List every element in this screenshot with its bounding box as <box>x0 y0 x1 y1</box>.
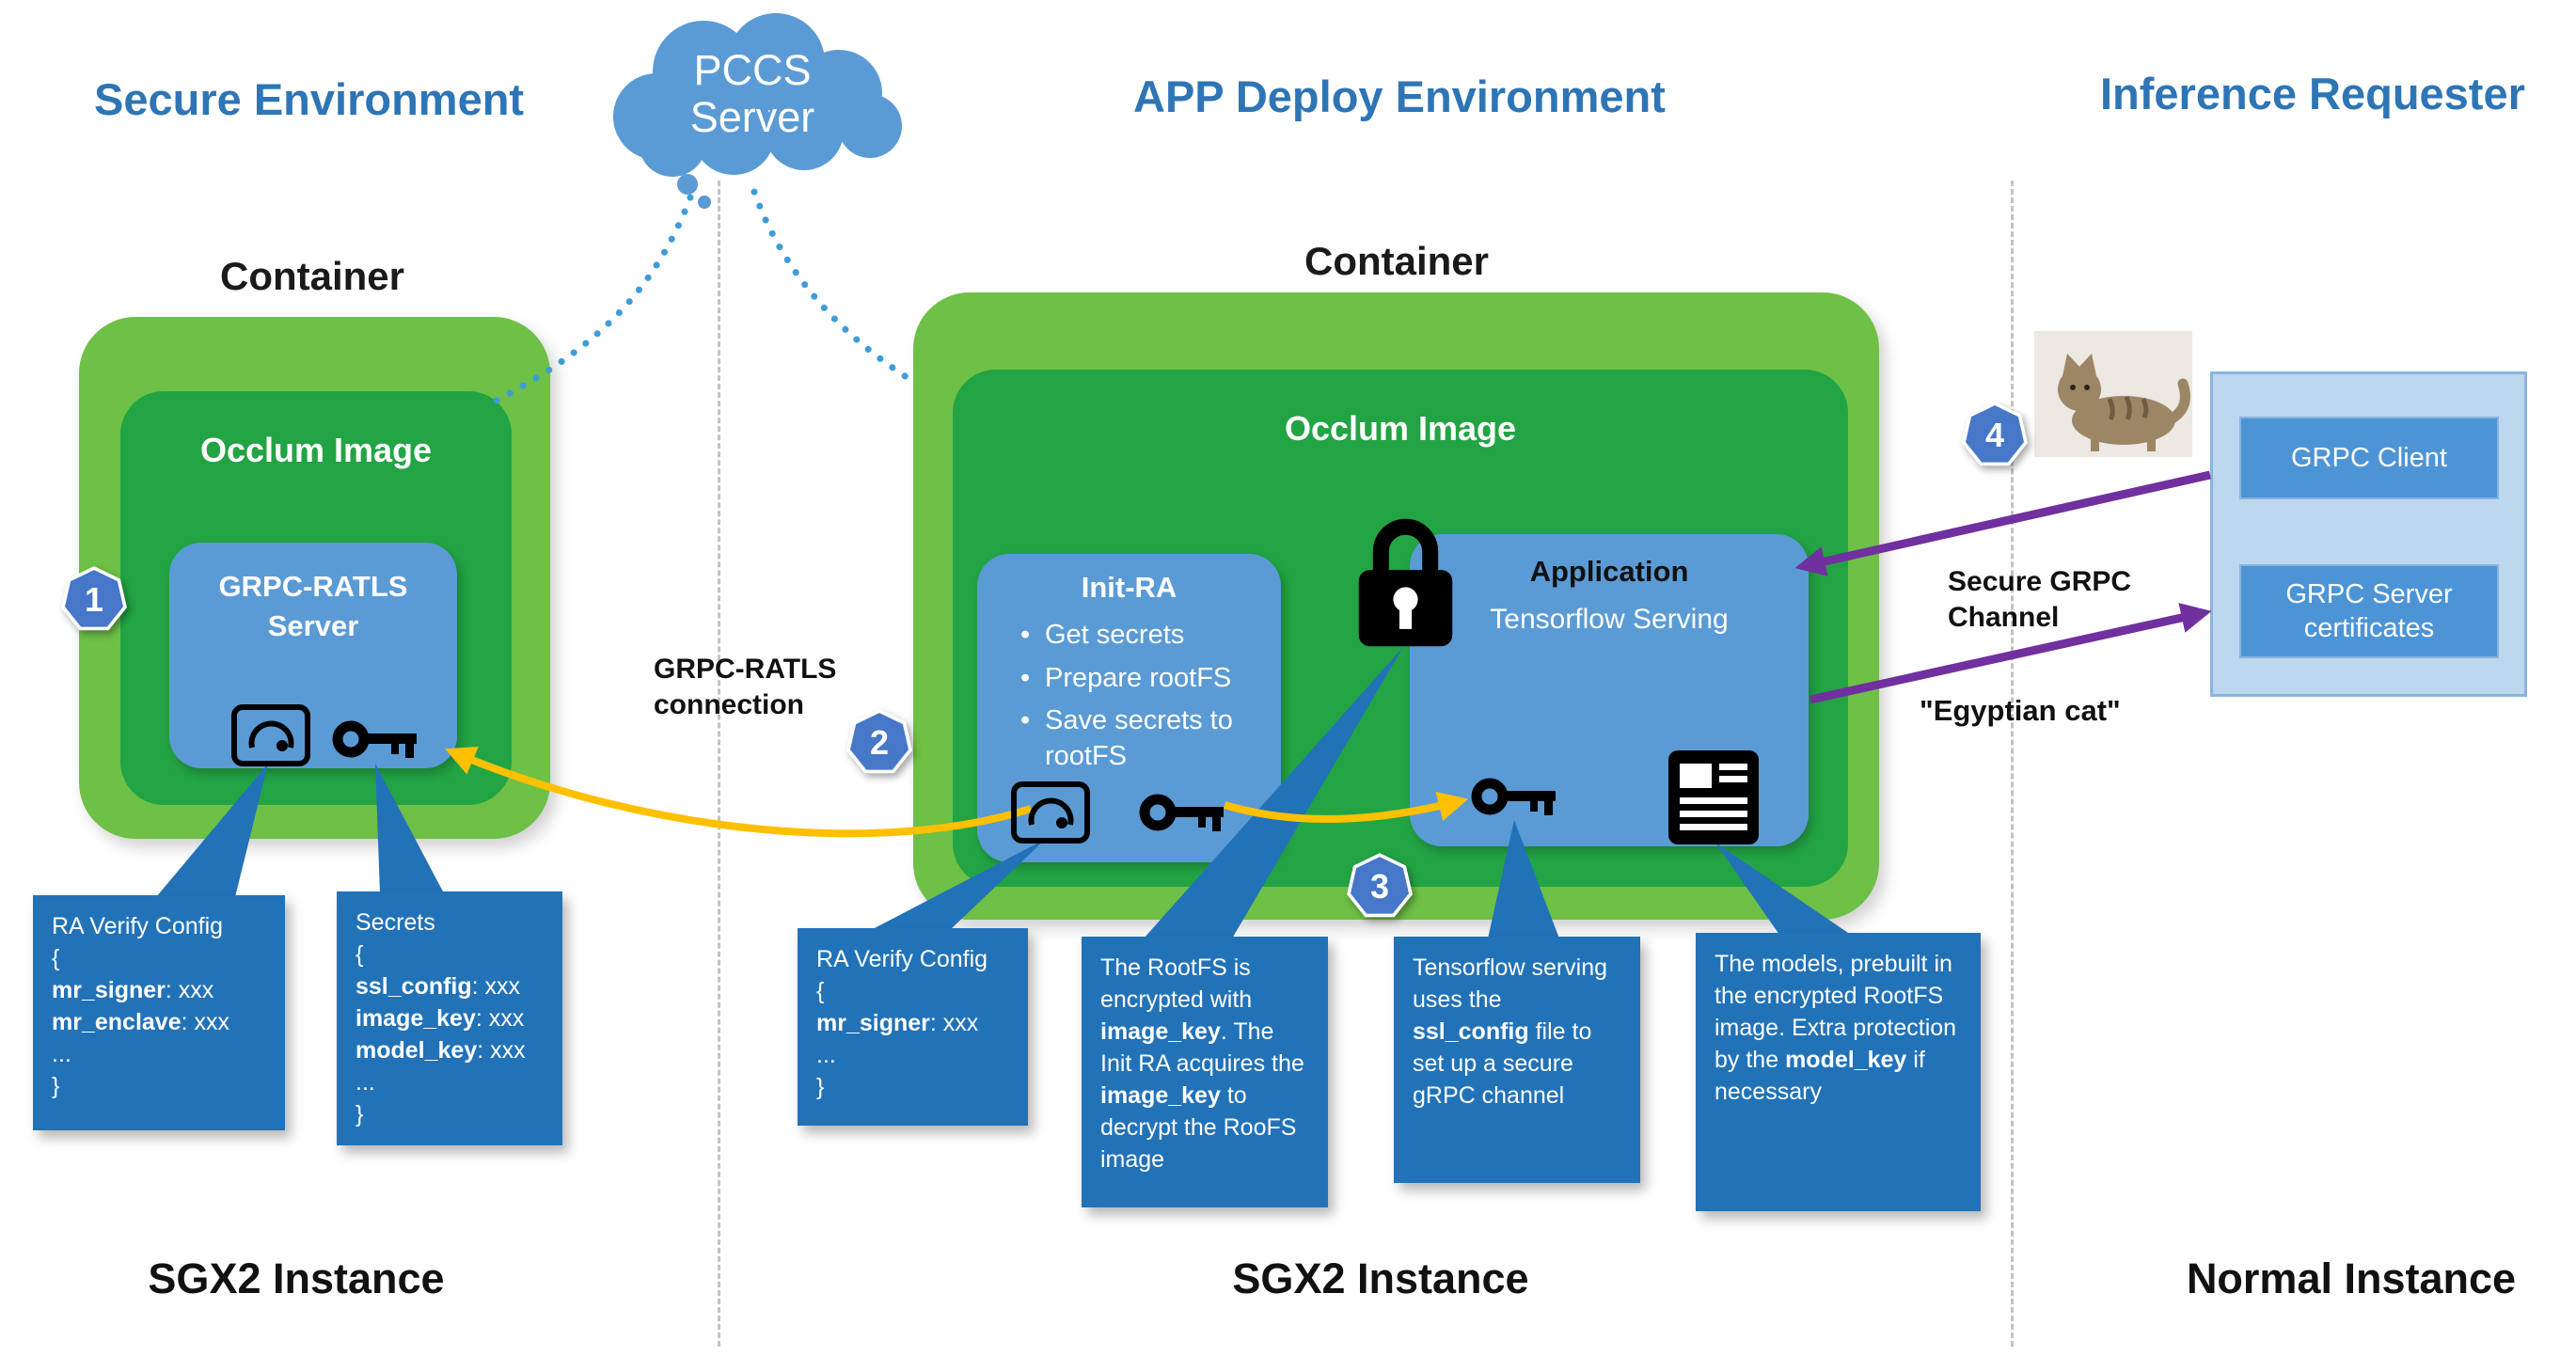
config-value: : xxx <box>181 1009 230 1035</box>
left-instance-label: SGX2 Instance <box>148 1254 445 1302</box>
init-ra-step: Prepare rootFS <box>1020 661 1256 697</box>
newspaper-models-icon <box>1667 745 1761 855</box>
secure-grpc-line1: Secure GRPC <box>1948 566 2132 597</box>
grpc-ratls-server-box: GRPC-RATLS Server <box>169 543 457 768</box>
callout-brace: } <box>356 1101 364 1128</box>
section-divider-left <box>718 181 720 1347</box>
step-badge-2: 2 <box>845 709 913 777</box>
lock-icon <box>1344 506 1467 662</box>
title-app-deploy-environment: APP Deploy Environment <box>1133 71 1666 121</box>
config-key: mr_enclave <box>52 1009 182 1035</box>
grpc-server-certificates-box: GRPC Server certificates <box>2239 564 2499 658</box>
config-key: image_key <box>356 1005 476 1032</box>
key-icon <box>1470 769 1559 828</box>
callout-line: ssl_config: xxx <box>356 970 544 1002</box>
tensorflow-serving-label: Tensorflow Serving <box>1490 604 1729 635</box>
step-badge-3: 3 <box>1346 853 1414 921</box>
callout-line: image_key: xxx <box>356 1002 544 1034</box>
cloud-icon <box>613 13 902 177</box>
application-title: Application <box>1529 555 1689 588</box>
right-instance-label: Normal Instance <box>2186 1254 2517 1302</box>
init-ra-step-label: Prepare rootFS <box>1045 662 1232 693</box>
callout-secrets: Secrets { ssl_config: xxx image_key: xxx… <box>337 891 562 1145</box>
middle-container-label: Container <box>1304 239 1489 283</box>
config-value: : xxx <box>165 977 214 1003</box>
init-ra-step: Save secrets to rootFS <box>1020 703 1256 774</box>
init-ra-step: Get secrets <box>1020 618 1256 654</box>
grpc-ratls-server-label: GRPC-RATLS Server <box>218 570 408 642</box>
callout-ellipsis: ... <box>356 1069 375 1096</box>
ra-certificate-icon <box>1010 781 1091 849</box>
ratls-connection-label: GRPC-RATLS connection <box>654 652 836 722</box>
middle-occlum-label: Occlum Image <box>1284 409 1517 448</box>
secure-grpc-line2: Channel <box>1948 601 2060 633</box>
config-value: : xxx <box>929 1010 979 1036</box>
pccs-line2: Server <box>689 93 815 141</box>
secure-grpc-channel-label: Secure GRPC Channel <box>1948 564 2131 635</box>
egyptian-cat-label: "Egyptian cat" <box>1920 694 2121 727</box>
callout-title: RA Verify Config <box>816 946 988 972</box>
section-divider-right <box>2011 181 2014 1347</box>
ra-certificate-icon <box>230 703 311 772</box>
callout-models-protection: The models, prebuilt in the encrypted Ro… <box>1696 933 1981 1211</box>
grpc-client-box: GRPC Client <box>2239 417 2499 499</box>
init-ra-step-label: Save secrets to rootFS <box>1045 705 1233 772</box>
config-key: ssl_config <box>356 973 472 1000</box>
pccs-line1: PCCS <box>693 45 812 94</box>
left-container-label: Container <box>219 254 404 298</box>
key-icon <box>331 712 420 771</box>
callout-ra-verify-config-left: RA Verify Config { mr_signer: xxx mr_enc… <box>33 895 285 1130</box>
pccs-server-label: PCCS Server <box>583 4 922 184</box>
left-occlum-label: Occlum Image <box>199 431 433 469</box>
config-value: : xxx <box>477 1037 526 1064</box>
callout-title: Secrets <box>356 909 435 936</box>
callout-brace: { <box>816 978 825 1004</box>
init-ra-step-label: Get secrets <box>1045 620 1185 650</box>
cloud-tail-bubble <box>698 196 711 209</box>
key-icon <box>1138 785 1227 844</box>
init-ra-steps: Get secrets Prepare rootFS Save secrets … <box>1020 618 1256 775</box>
config-key: model_key <box>356 1037 478 1064</box>
middle-instance-label: SGX2 Instance <box>1232 1254 1529 1302</box>
callout-tensorflow-ssl: Tensorflow serving uses the ssl_config f… <box>1394 937 1640 1183</box>
init-ra-title: Init-RA <box>1081 571 1177 604</box>
pccs-server-cloud: PCCS Server <box>583 4 922 184</box>
grpc-server-certificates-label: GRPC Server certificates <box>2285 578 2453 643</box>
callout-ellipsis: ... <box>52 1041 71 1067</box>
callout-line: mr_signer: xxx <box>52 974 266 1006</box>
callout-brace: { <box>52 945 60 971</box>
callout-brace: { <box>356 941 364 968</box>
config-key: mr_signer <box>816 1010 930 1036</box>
callout-line: mr_signer: xxx <box>816 1007 1009 1039</box>
callout-line: mr_enclave: xxx <box>52 1006 266 1038</box>
callout-rootfs-encryption: The RootFS is encrypted with image_key. … <box>1082 937 1328 1207</box>
callout-title: RA Verify Config <box>52 913 224 939</box>
callout-ellipsis: ... <box>816 1042 836 1068</box>
ratls-connection-line1: GRPC-RATLS <box>654 654 837 685</box>
callout-ra-verify-config-middle: RA Verify Config { mr_signer: xxx ... } <box>798 928 1028 1126</box>
callout-line: model_key: xxx <box>356 1034 544 1066</box>
cat-image <box>2034 331 2192 462</box>
step-badge-4: 4 <box>1961 402 2029 469</box>
config-key: mr_signer <box>52 977 166 1003</box>
callout-brace: } <box>816 1074 825 1100</box>
grpc-client-label: GRPC Client <box>2291 442 2447 473</box>
title-secure-environment: Secure Environment <box>94 74 525 124</box>
config-value: : xxx <box>475 1005 525 1032</box>
config-value: : xxx <box>471 973 521 1000</box>
step-badge-1: 1 <box>60 566 128 634</box>
title-inference-requester: Inference Requester <box>2100 69 2525 118</box>
pccs-dotted-link-right <box>751 188 921 387</box>
ratls-connection-line2: connection <box>654 688 805 720</box>
callout-brace: } <box>52 1073 60 1099</box>
